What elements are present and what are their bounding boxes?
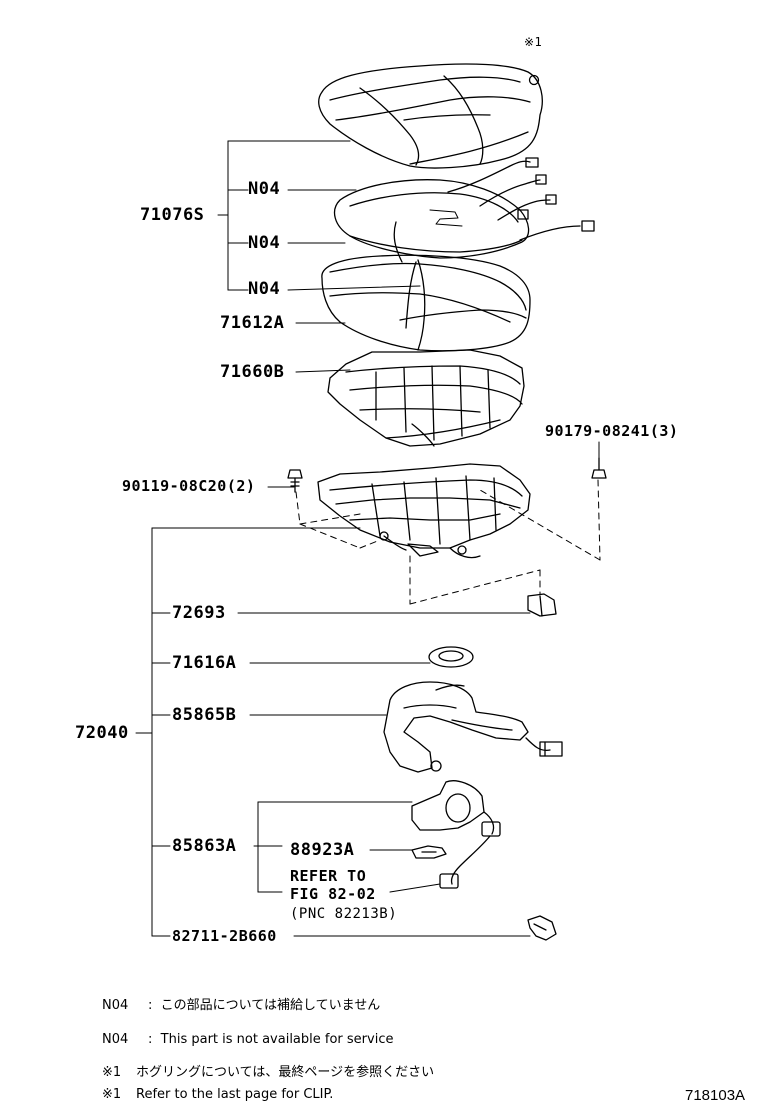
footnote-n04-en: N04: This part is not available for serv… xyxy=(102,1033,393,1046)
footnote-text: Refer to the last page for CLIP. xyxy=(136,1087,334,1102)
label-88923a[interactable]: 88923A xyxy=(290,840,355,860)
label-90179-08241[interactable]: 90179-08241(3) xyxy=(545,422,679,440)
seat-cushion-cover[interactable] xyxy=(318,63,543,169)
hog-ring-clip[interactable] xyxy=(528,74,540,86)
cushion-spring-71660b[interactable] xyxy=(327,349,525,447)
footnote-mark: ※1 xyxy=(102,1065,122,1080)
clip-marker-label: ※1 xyxy=(524,35,543,49)
cover-72693[interactable] xyxy=(527,593,557,617)
footnote-text: This part is not available for service xyxy=(160,1032,394,1047)
footnote-text: この部品については補給していません xyxy=(160,998,381,1013)
footnote-mark: ※1 xyxy=(102,1087,122,1102)
seat-cushion-heater-pad[interactable] xyxy=(333,157,595,263)
screw-90179[interactable] xyxy=(591,457,607,479)
label-71612a[interactable]: 71612A xyxy=(220,313,285,333)
label-refer-to: REFER TO xyxy=(290,867,367,885)
footnote-clip-ja: ※1 ホグリングについては、最終ページを参照ください xyxy=(102,1066,434,1079)
label-85863a[interactable]: 85863A xyxy=(172,836,237,856)
label-82711-2b660[interactable]: 82711-2B660 xyxy=(172,927,277,945)
footnote-clip-en: ※1 Refer to the last page for CLIP. xyxy=(102,1088,333,1101)
clip-88923a[interactable] xyxy=(411,845,447,859)
footnote-sep: : xyxy=(148,1032,153,1047)
label-71616a[interactable]: 71616A xyxy=(172,653,237,673)
cushion-pad-71612a[interactable] xyxy=(321,254,531,352)
cover-71616a[interactable] xyxy=(428,646,474,668)
footnote-sep: : xyxy=(148,998,153,1013)
label-71076s[interactable]: 71076S xyxy=(140,205,205,225)
footnote-n04-ja: N04: この部品については補給していません xyxy=(102,999,380,1012)
label-n04-a: N04 xyxy=(248,179,281,199)
sensor-85863a[interactable] xyxy=(411,780,501,889)
label-72693[interactable]: 72693 xyxy=(172,603,226,623)
label-90119-08c20[interactable]: 90119-08C20(2) xyxy=(122,477,256,495)
assembly-dashed-lines xyxy=(295,479,601,605)
label-pnc-82213b: (PNC 82213B) xyxy=(290,906,398,922)
footnote-mark: N04 xyxy=(102,998,129,1013)
label-85865b[interactable]: 85865B xyxy=(172,705,237,725)
label-n04-b: N04 xyxy=(248,233,281,253)
label-fig-82-02[interactable]: FIG 82-02 xyxy=(290,885,376,903)
label-n04-c: N04 xyxy=(248,279,281,299)
figure-id: 718103A xyxy=(685,1087,746,1104)
bolt-90119[interactable] xyxy=(287,469,303,493)
leader-lines xyxy=(135,140,600,937)
seat-frame-assy[interactable] xyxy=(317,463,531,559)
footnote-text: ホグリングについては、最終ページを参照ください xyxy=(136,1065,435,1080)
footnote-mark: N04 xyxy=(102,1032,129,1047)
harness-85865b[interactable] xyxy=(383,681,563,773)
label-71660b[interactable]: 71660B xyxy=(220,362,285,382)
label-72040[interactable]: 72040 xyxy=(75,723,129,743)
clamp-82711[interactable] xyxy=(527,915,557,941)
